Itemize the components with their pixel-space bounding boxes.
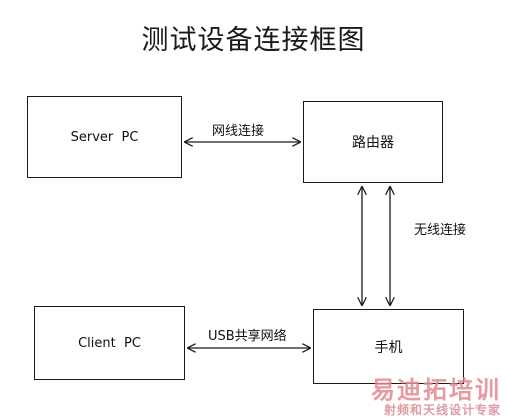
router-label: 路由器 xyxy=(352,135,394,151)
watermark-main-text: 易迪拓培训 xyxy=(371,376,501,404)
client-pc-box: Client PC xyxy=(34,306,185,380)
phone-label: 手机 xyxy=(374,339,403,356)
diagram-title: 测试设备连接框图 xyxy=(141,25,366,56)
phone-box: 手机 xyxy=(313,309,464,384)
server-pc-box: Server PC xyxy=(27,96,182,178)
wired-connection-label: 网线连接 xyxy=(212,124,265,139)
router-box: 路由器 xyxy=(303,101,443,183)
watermark-logo: 易迪拓培训 射频和天线设计专家 xyxy=(371,377,501,418)
watermark-sub-text: 射频和天线设计专家 xyxy=(383,403,501,417)
client-pc-label: Client PC xyxy=(78,335,141,351)
server-pc-label: Server PC xyxy=(70,129,139,145)
usb-tethering-label: USB共享网络 xyxy=(208,329,287,344)
wireless-connection-label: 无线连接 xyxy=(414,223,467,238)
